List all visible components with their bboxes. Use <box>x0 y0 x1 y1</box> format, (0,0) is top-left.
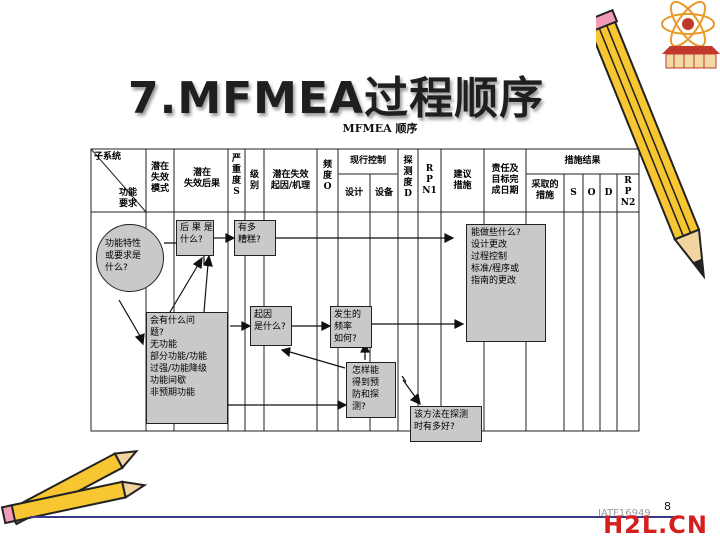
header-current-control: 现行控制 <box>349 156 386 166</box>
box-frequency <box>330 306 372 348</box>
function-circle <box>96 224 164 292</box>
table-subtitle: MFMEA 顺序 <box>342 122 418 135</box>
header-responsibility: 责任及 目标完 成日期 <box>491 164 519 196</box>
note-detection-quality: 该方法在探测 时有多好? <box>414 410 469 432</box>
box-how-bad <box>234 220 276 256</box>
watermark: IATF16949 <box>598 508 651 519</box>
note-frequency: 发生的 频率 如何? <box>334 310 362 344</box>
header-function: 功能 要求 <box>118 188 137 209</box>
box-what-can-go-wrong <box>146 312 228 424</box>
footer-rule <box>30 516 680 518</box>
note-what-to-do: 能做些什么? 设计更改 过程控制 标准/程序或 指南的更改 <box>471 228 521 286</box>
note-what-can-go-wrong: 会有什么问 题? 无功能 部分功能/功能 过强/功能降级 功能间歇 非预期功能 <box>150 316 208 398</box>
header-severity: 严 重 度 S <box>231 154 241 197</box>
box-cause <box>250 306 292 346</box>
note-consequence: 后 果 是 什么? <box>180 223 213 245</box>
pencil-icon-pink <box>0 480 148 525</box>
note-how-bad: 有多 糟糕? <box>238 223 261 245</box>
temple-icon <box>662 46 720 69</box>
header-recommended-actions: 建议 措施 <box>453 170 472 191</box>
header-occurrence: 频 度 O <box>322 160 332 192</box>
header-cause: 潜在失效 起因/机理 <box>270 170 311 191</box>
header-design: 设计 <box>344 188 363 198</box>
header-equipment: 设备 <box>374 188 393 198</box>
header-class: 级 别 <box>249 170 259 191</box>
header-d: D <box>604 188 613 198</box>
pencil-decoration-bottom-left <box>0 449 148 526</box>
header-actions-taken: 采取的 措施 <box>531 180 559 201</box>
header-rpn1: R P N1 <box>422 164 437 196</box>
pencil-icon <box>596 8 706 280</box>
box-prevent-detect <box>346 362 396 418</box>
header-rpn2: R P N2 <box>620 176 636 208</box>
header-s: S <box>570 188 577 198</box>
header-detection: 探 测 度 D <box>403 156 413 199</box>
note-function: 功能特性 或要求是 什么? <box>105 239 142 273</box>
box-detection-quality <box>410 406 482 442</box>
pencil-decoration-top-right <box>596 0 720 280</box>
atom-icon <box>661 0 715 48</box>
header-failure-effect: 潜在 失效后果 <box>183 168 220 189</box>
box-what-to-do <box>466 224 546 342</box>
page-title: 7.MFMEA过程顺序 <box>128 73 545 124</box>
note-prevent-detect: 怎样能 得到预 防和探 测? <box>352 366 380 412</box>
page-number: 8 <box>664 500 671 513</box>
header-subsystem: 子系统 <box>94 152 122 162</box>
note-cause: 起因 是什么? <box>254 310 286 332</box>
box-consequence <box>176 220 214 256</box>
site-logo: H2L.CN <box>603 511 708 539</box>
header-failure-mode: 潜在 失效 模式 <box>150 162 169 194</box>
header-action-results: 措施结果 <box>564 156 601 166</box>
header-o: O <box>587 188 596 198</box>
